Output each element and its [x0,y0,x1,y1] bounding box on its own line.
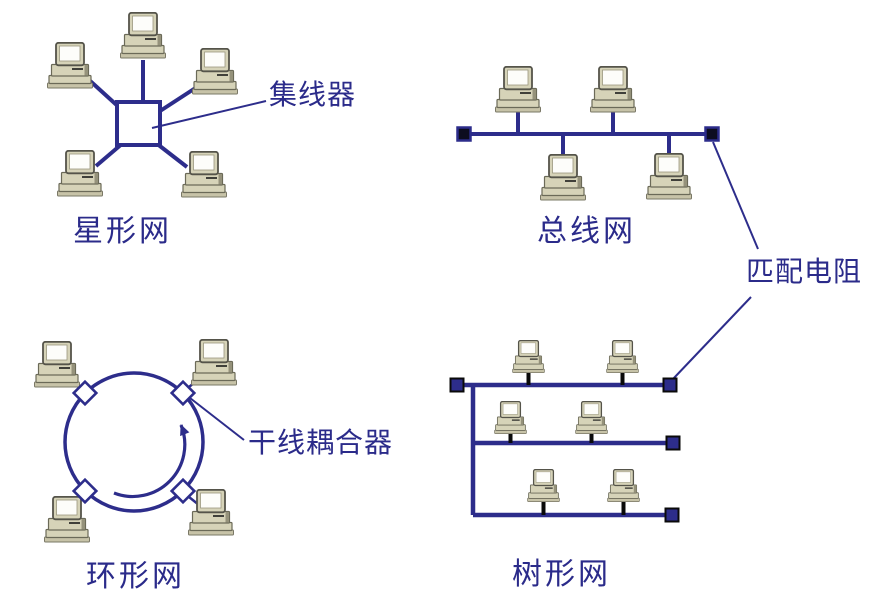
bus-terminator-icon [456,126,472,142]
resistor-label: 匹配电阻 [746,255,862,288]
computer-icon [590,66,636,113]
coupler-diamond-icon [71,379,99,407]
matching-resistor-callout: 匹配电阻 [672,141,862,380]
star-network-diagram: 集线器 星形网 [47,12,356,249]
computer-icon [607,469,640,503]
computer-icon [47,42,93,89]
tree-terminator-icon [664,507,680,523]
tree-terminators [449,377,681,523]
ring-caption: 环形网 [86,559,185,594]
flow-direction-arrow-icon [113,424,190,499]
computer-icon [495,66,541,113]
tree-backbone-lines [457,382,673,518]
coupler-callout-line [189,397,245,441]
computer-icon [181,151,227,198]
computer-icon [527,469,560,503]
tree-terminator-icon [665,435,681,451]
network-link-line [155,85,199,115]
coupler-label: 干线耦合器 [248,426,393,459]
computer-icon [57,150,103,197]
computer-icon [34,341,80,388]
computer-icon [191,339,237,386]
resistor-callout-line [672,296,752,380]
bus-caption: 总线网 [537,214,636,249]
computer-icon [44,496,90,543]
computer-icon [192,48,238,95]
coupler-diamond-icon [71,477,99,505]
resistor-callout-line [712,141,759,250]
computer-icon [494,401,527,435]
tree-terminator-icon [449,377,465,393]
bus-network-diagram: 总线网 [456,66,720,249]
hub-square-icon [115,100,162,147]
ring-backbone-circle [63,371,205,513]
computer-icon [188,489,234,536]
computer-icon [540,154,586,201]
computer-icon [575,401,608,435]
hub-callout-line [151,100,267,129]
star-caption: 星形网 [73,214,172,249]
computer-icon [512,340,545,374]
hub-label: 集线器 [269,78,356,111]
tree-terminator-icon [662,377,678,393]
tree-caption: 树形网 [512,557,611,592]
coupler-diamond-icon [169,477,197,505]
ring-couplers [71,379,197,505]
ring-network-diagram: 干线耦合器 环形网 [34,339,393,594]
coupler-diamond-icon [169,379,197,407]
computer-icon [606,340,639,374]
tree-network-diagram: 树形网 [449,340,681,592]
computer-icon [646,153,692,200]
bus-terminator-icon [704,126,720,142]
computer-icon [120,12,166,60]
